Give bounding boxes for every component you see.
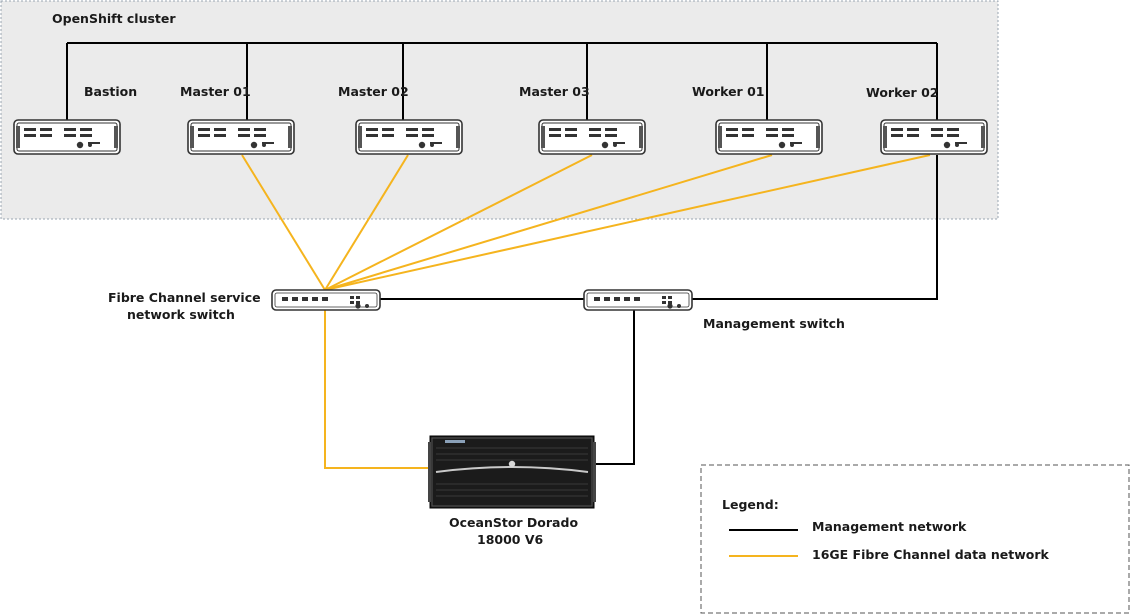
server-bastion[interactable] <box>13 119 121 155</box>
fc-link-master02 <box>324 154 409 291</box>
fibre-channel-switch[interactable] <box>271 289 381 311</box>
mgmt-switch-label: Management switch <box>703 316 845 331</box>
fc-link-master01 <box>241 154 326 291</box>
legend-title: Legend: <box>722 497 779 512</box>
fc-switch-label-line1: Fibre Channel service <box>108 290 261 305</box>
server-label-master-03: Master 03 <box>519 84 590 99</box>
server-label-worker-01: Worker 01 <box>692 84 764 99</box>
fc-link-storage <box>324 310 430 469</box>
fc-link-worker01 <box>324 154 773 291</box>
server-master-02[interactable] <box>355 119 463 155</box>
legend-fibre-label: 16GE Fibre Channel data network <box>812 547 1050 562</box>
fc-switch-label-line2: network switch <box>127 307 235 322</box>
cluster-title: OpenShift cluster <box>52 11 176 26</box>
fc-link-master03 <box>324 154 593 291</box>
mgmt-worker02-to-switch <box>690 155 938 300</box>
server-worker-02[interactable] <box>880 119 988 155</box>
server-label-worker-02: Worker 02 <box>866 85 938 100</box>
management-network-lines <box>66 42 938 465</box>
cluster-region <box>0 0 999 220</box>
server-master-03[interactable] <box>538 119 646 155</box>
management-switch[interactable] <box>583 289 693 311</box>
storage-label-line2: 18000 V6 <box>477 532 544 547</box>
server-label-master-02: Master 02 <box>338 84 409 99</box>
fc-link-worker02 <box>324 154 931 291</box>
mgmt-switch-to-storage <box>594 310 635 465</box>
legend-box <box>700 464 1130 614</box>
legend-management-label: Management network <box>812 519 967 534</box>
legend: Legend: Management network 16GE Fibre Ch… <box>700 464 1130 614</box>
server-worker-01[interactable] <box>715 119 823 155</box>
storage-label-line1: OceanStor Dorado <box>449 515 578 530</box>
server-label-master-01: Master 01 <box>180 84 251 99</box>
server-master-01[interactable] <box>187 119 295 155</box>
server-label-bastion: Bastion <box>84 84 137 99</box>
storage-array[interactable] <box>428 435 596 509</box>
fibre-network-lines <box>241 154 931 469</box>
